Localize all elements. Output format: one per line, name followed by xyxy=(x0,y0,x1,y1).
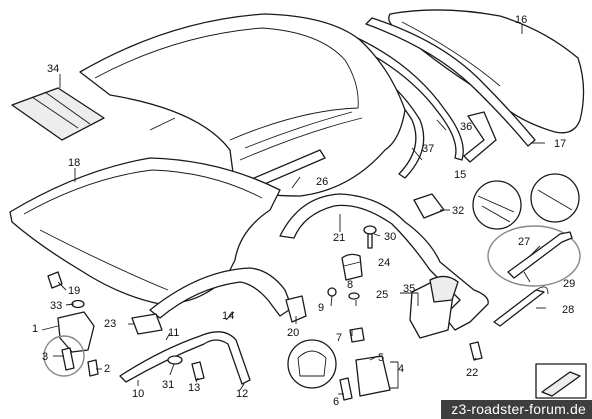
callout-27: 27 xyxy=(518,236,530,248)
rear-window-panel xyxy=(388,9,585,134)
screw-30 xyxy=(363,225,377,249)
washer-8 xyxy=(348,292,360,300)
clip-19 xyxy=(47,271,63,289)
rail-bar xyxy=(463,111,497,163)
hinge-piece xyxy=(355,355,391,397)
bolt-6 xyxy=(339,377,353,401)
rod xyxy=(493,289,545,327)
main-bow xyxy=(279,193,489,331)
callout-14: 14 xyxy=(222,310,234,322)
leader-lines xyxy=(41,24,546,395)
callout-10: 10 xyxy=(132,388,144,400)
callout-22: 22 xyxy=(466,367,478,379)
callout-9: 9 xyxy=(318,302,324,314)
roof-seal-strip-36 xyxy=(337,31,464,161)
detail-circle-right xyxy=(530,173,580,223)
callout-34: 34 xyxy=(47,63,59,75)
callout-31: 31 xyxy=(162,379,174,391)
callout-20: 20 xyxy=(287,327,299,339)
tool-highlight-circle xyxy=(487,225,581,287)
callout-30: 30 xyxy=(384,231,396,243)
callout-11: 11 xyxy=(168,327,179,339)
soft-top-assembly xyxy=(79,13,406,197)
lock-cap xyxy=(429,275,459,303)
detail-circle-left xyxy=(472,180,522,230)
callout-25: 25 xyxy=(376,289,388,301)
callout-3: 3 xyxy=(42,351,48,363)
callout-18: 18 xyxy=(68,157,80,169)
folded-cover-part xyxy=(11,87,105,141)
clip-23 xyxy=(131,313,163,335)
callout-labels: 34 18 16 36 37 17 26 15 32 21 30 27 29 2… xyxy=(32,14,575,408)
callout-29: 29 xyxy=(563,278,575,290)
callout-2: 2 xyxy=(104,363,110,375)
callout-32: 32 xyxy=(452,205,464,217)
screw-13 xyxy=(191,361,205,381)
callout-35: 35 xyxy=(403,283,415,295)
callout-23: 23 xyxy=(104,318,116,330)
callout-1: 1 xyxy=(32,323,38,335)
side-arm xyxy=(149,267,293,319)
callout-26: 26 xyxy=(316,176,328,188)
corner-arrow-box xyxy=(535,363,587,399)
window-seal-strip xyxy=(365,17,536,147)
soft-top-frame xyxy=(9,157,281,305)
callout-24: 24 xyxy=(378,257,390,269)
callout-7: 7 xyxy=(336,332,342,344)
profile-detail-circle xyxy=(287,339,337,389)
callout-16: 16 xyxy=(515,14,527,26)
bolt-2 xyxy=(87,359,99,377)
bolt-3 xyxy=(61,347,75,371)
callout-21: 21 xyxy=(333,232,345,244)
latch-24 xyxy=(341,253,363,281)
callout-12: 12 xyxy=(236,388,248,400)
callout-6: 6 xyxy=(333,396,339,408)
callout-28: 28 xyxy=(562,304,574,316)
bolt-22 xyxy=(469,341,483,361)
callout-36: 36 xyxy=(460,121,472,133)
callout-4: 4 xyxy=(398,363,404,375)
bracket-20 xyxy=(285,295,307,323)
callout-15: 15 xyxy=(454,169,466,181)
nut-9 xyxy=(327,287,337,297)
callout-19: 19 xyxy=(68,285,80,297)
callout-5: 5 xyxy=(378,352,384,364)
pin-7 xyxy=(349,327,365,343)
callout-37: 37 xyxy=(422,143,434,155)
screw-highlight-circle xyxy=(43,335,85,377)
callout-8: 8 xyxy=(347,279,353,291)
forum-watermark: z3-roadster-forum.de xyxy=(441,400,592,419)
hinge-plate xyxy=(57,311,95,353)
callout-33: 33 xyxy=(50,300,62,312)
callout-13: 13 xyxy=(188,382,200,394)
callout-17: 17 xyxy=(554,138,566,150)
tool xyxy=(507,231,573,279)
washer-31 xyxy=(167,355,183,365)
seal-strip xyxy=(119,331,251,385)
clip-32 xyxy=(413,193,445,219)
